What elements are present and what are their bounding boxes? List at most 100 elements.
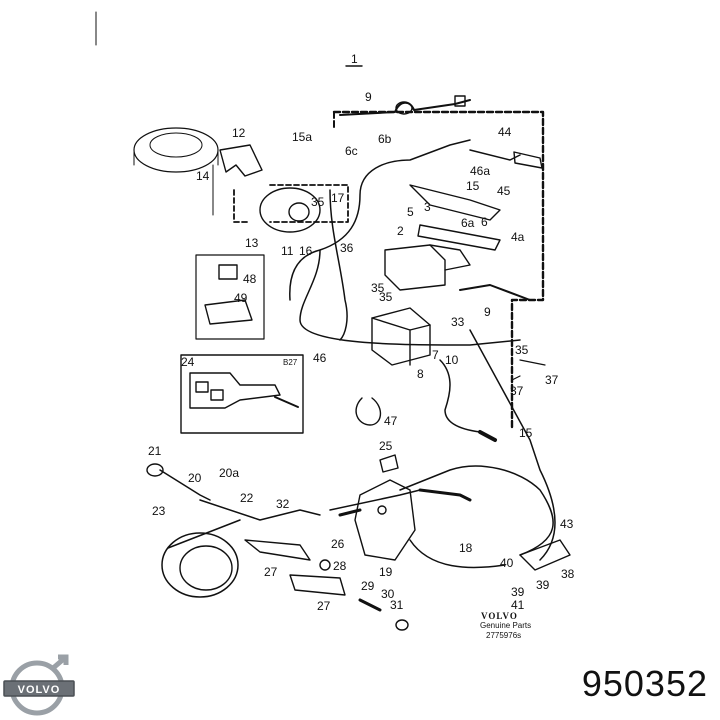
- callout: 44: [498, 125, 512, 139]
- cable-9-right: [459, 284, 531, 301]
- harness-46: [299, 249, 521, 346]
- bracket-3: [417, 224, 501, 251]
- callout: 2: [397, 224, 404, 238]
- brand-caption: Genuine Parts: [480, 621, 531, 630]
- callout: 5: [407, 205, 414, 219]
- link-22: [199, 499, 321, 521]
- volvo-logo-icon: VOLVO: [3, 654, 75, 716]
- callout: 27: [264, 565, 278, 579]
- bushing-21: [146, 463, 164, 477]
- bracket-38: [519, 539, 571, 571]
- horn-11: [259, 187, 321, 233]
- callout: 9: [484, 305, 491, 319]
- lever-27-lower: [289, 574, 346, 596]
- callout: 35: [311, 195, 325, 209]
- cable-9-boot: [395, 101, 413, 115]
- bracket-24-slot-a: [195, 381, 209, 393]
- cable-15: [469, 329, 556, 561]
- unit-2-motor: [429, 244, 471, 271]
- sub-dashed-border: [269, 184, 349, 223]
- callout: 31: [390, 598, 404, 612]
- callout: 12: [232, 126, 246, 140]
- bracket-24-slot-b: [210, 389, 224, 401]
- callout: 36: [340, 241, 354, 255]
- cable-10-end: [478, 430, 497, 442]
- callout: 39: [511, 585, 525, 599]
- callout: 38: [561, 567, 575, 581]
- callout: 3: [424, 200, 431, 214]
- callout: 45: [497, 184, 511, 198]
- callout: 9: [365, 90, 372, 104]
- harness-36: [289, 139, 471, 301]
- drum-23-inner: [179, 545, 233, 591]
- cable-9-end: [454, 95, 466, 107]
- callout: 48: [243, 272, 257, 286]
- clip-25: [379, 454, 399, 473]
- callout: 41: [511, 598, 525, 612]
- nut-31: [395, 619, 409, 631]
- callout: 21: [148, 444, 162, 458]
- bracket-12: [219, 144, 263, 177]
- harness-branch: [329, 189, 348, 341]
- callout: 26: [331, 537, 345, 551]
- clip-47: [355, 397, 382, 426]
- callout: 37: [510, 384, 524, 398]
- callout: 6a: [461, 216, 475, 230]
- callout: 43: [560, 517, 574, 531]
- callout: 29: [361, 579, 375, 593]
- bracket-24-pin: [274, 396, 299, 408]
- bracket-15: [409, 184, 501, 221]
- callout: 24: [181, 355, 195, 369]
- assembly-dashed-border: [332, 110, 545, 432]
- callout: 16: [299, 244, 313, 258]
- callout: 30: [381, 587, 395, 601]
- brand-text: VOLVO: [481, 611, 518, 621]
- link-20: [159, 469, 211, 501]
- disc-inner: [149, 132, 203, 158]
- callout: 13: [245, 236, 259, 250]
- logo-text: VOLVO: [18, 684, 61, 696]
- bolt-29: [358, 598, 382, 612]
- connector-44: [513, 151, 543, 169]
- callout: 32: [276, 497, 290, 511]
- callout: 33: [451, 315, 465, 329]
- callout: 35: [371, 281, 385, 295]
- harness-44: [469, 149, 521, 161]
- inset-box-48-49: [195, 254, 265, 340]
- callout: 40: [500, 556, 514, 570]
- plate-19: [354, 479, 416, 561]
- unit-2: [384, 244, 446, 291]
- callout: 47: [384, 414, 398, 428]
- callout: 15a: [292, 130, 312, 144]
- callout: 22: [240, 491, 254, 505]
- module-7: [371, 307, 431, 366]
- callout: 11: [281, 244, 294, 258]
- callout: 35: [515, 343, 529, 357]
- callout: 35: [379, 290, 393, 304]
- callout: 20: [188, 471, 202, 485]
- inset-label: B27: [283, 358, 298, 367]
- part-49: [204, 299, 253, 325]
- callout: 37: [545, 373, 559, 387]
- callout: 46: [313, 351, 327, 365]
- callout: 10: [445, 353, 459, 367]
- callout: 39: [536, 578, 550, 592]
- callout: 1: [351, 52, 358, 66]
- bracket-dashed-border: [233, 189, 251, 223]
- drum-23: [161, 532, 239, 598]
- callout: 17: [331, 191, 345, 205]
- cable-18-a: [399, 465, 554, 556]
- callout: 49: [234, 291, 248, 305]
- callout: 6c: [345, 144, 358, 158]
- callout: 18: [459, 541, 473, 555]
- cable-end: [418, 488, 472, 502]
- disc-side: [133, 149, 219, 166]
- callout: 20a: [219, 466, 239, 480]
- callout: 25: [379, 439, 393, 453]
- part-48: [218, 264, 238, 280]
- bolts-37: [511, 359, 546, 381]
- plate-19-hole: [377, 505, 387, 515]
- callout: 15: [519, 426, 533, 440]
